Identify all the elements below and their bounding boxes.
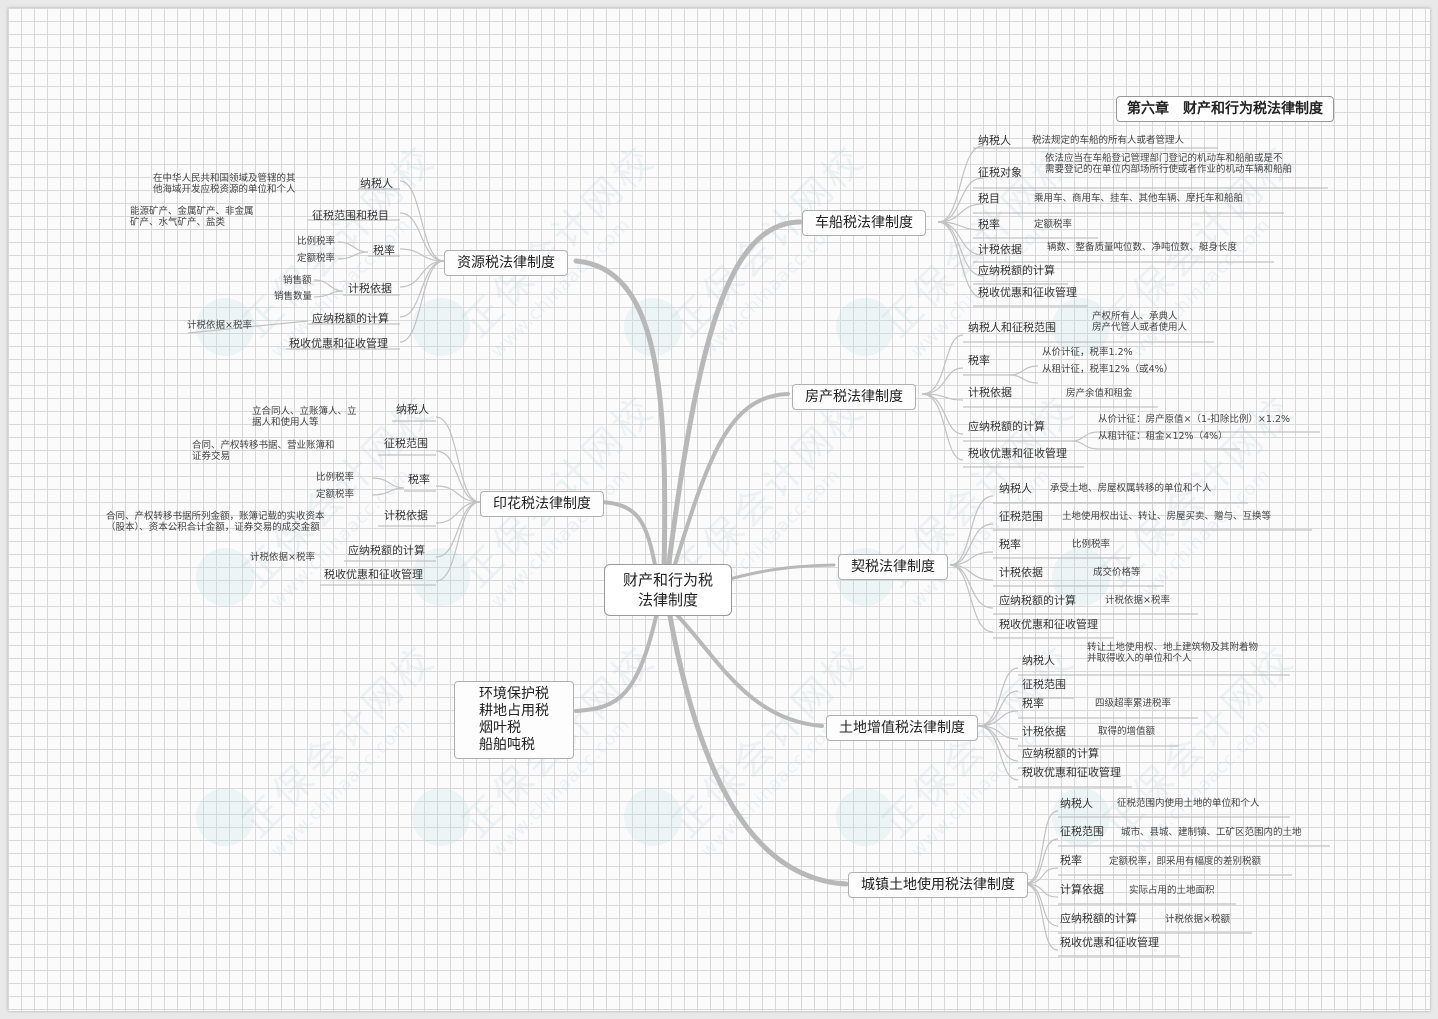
vehicle-taxpayer[interactable]: 纳税人 <box>978 134 1011 147</box>
stamp-scope[interactable]: 征税范围 <box>384 437 428 450</box>
stamp-basis-detail: 合同、产权转移书据所列金额，账簿记载的实收资本 （股本）、资本公积合计金额，证券… <box>106 511 325 533</box>
stamp-rate[interactable]: 税率 <box>408 473 430 486</box>
house-taxpayer-detail: 产权所有人、承典人 房产代管人或者使用人 <box>1092 311 1188 333</box>
house-rate-ad-valorem: 从价计征，税率1.2% <box>1042 347 1133 358</box>
landvat-scope[interactable]: 征税范围 <box>1022 678 1066 691</box>
landvat-rate-detail: 四级超率累进税率 <box>1095 698 1172 709</box>
urban-calc[interactable]: 应纳税额的计算 <box>1060 912 1137 925</box>
deed-rate[interactable]: 税率 <box>999 538 1021 551</box>
stamp-calc-detail: 计税依据×税率 <box>250 552 315 563</box>
resource-calc[interactable]: 应纳税额的计算 <box>312 312 389 325</box>
stamp-calc[interactable]: 应纳税额的计算 <box>348 544 425 557</box>
topic-resource-tax[interactable]: 资源税法律制度 <box>444 250 568 276</box>
resource-scope[interactable]: 征税范围和税目 <box>312 209 389 222</box>
topic-vehicle-vessel-tax[interactable]: 车船税法律制度 <box>802 210 926 236</box>
deed-basis-detail: 成交价格等 <box>1093 567 1141 578</box>
deed-calc[interactable]: 应纳税额的计算 <box>999 594 1076 607</box>
house-calc[interactable]: 应纳税额的计算 <box>968 420 1045 433</box>
landvat-basis[interactable]: 计税依据 <box>1022 725 1066 738</box>
urban-calc-detail: 计税依据×税额 <box>1165 914 1230 925</box>
resource-rate[interactable]: 税率 <box>373 244 395 257</box>
vehicle-incentives[interactable]: 税收优惠和征收管理 <box>978 286 1077 299</box>
stamp-rate-fixed: 定额税率 <box>316 489 355 500</box>
landvat-taxpayer-detail: 转让土地使用权、地上建筑物及其附着物 并取得收入的单位和个人 <box>1087 642 1259 664</box>
vehicle-rate[interactable]: 税率 <box>978 218 1000 231</box>
vehicle-object[interactable]: 征税对象 <box>978 166 1022 179</box>
connector-lines <box>187 145 1330 957</box>
vehicle-items-detail: 乘用车、商用车、挂车、其他车辆、摩托车和船舶 <box>1034 193 1244 204</box>
resource-rate-fixed: 定额税率 <box>297 253 336 264</box>
urban-basis[interactable]: 计算依据 <box>1060 883 1104 896</box>
deed-basis[interactable]: 计税依据 <box>999 566 1043 579</box>
stamp-incentives[interactable]: 税收优惠和征收管理 <box>324 568 423 581</box>
deed-taxpayer-detail: 承受土地、房屋权属转移的单位和个人 <box>1050 483 1212 494</box>
chapter-title: 第六章 财产和行为税法律制度 <box>1116 96 1334 122</box>
urban-basis-detail: 实际占用的土地面积 <box>1129 885 1215 896</box>
stamp-basis[interactable]: 计税依据 <box>384 509 428 522</box>
urban-taxpayer-detail: 征税范围内使用土地的单位和个人 <box>1117 798 1260 809</box>
house-rate-rent: 从租计征，税率12%（或4%） <box>1042 364 1174 375</box>
landvat-incentives[interactable]: 税收优惠和征收管理 <box>1022 766 1121 779</box>
resource-calc-detail: 计税依据×税率 <box>187 320 252 331</box>
resource-taxpayer[interactable]: 纳税人 <box>360 177 393 190</box>
stamp-taxpayer-detail: 立合同人、立账簿人、立 据人和使用人等 <box>252 406 357 428</box>
stamp-taxpayer[interactable]: 纳税人 <box>396 403 429 416</box>
stamp-rate-proportional: 比例税率 <box>316 472 355 483</box>
deed-rate-detail: 比例税率 <box>1072 539 1111 550</box>
house-calc-ad-valorem: 从价计征：房产原值×（1-扣除比例）×1.2% <box>1098 414 1291 425</box>
topic-other-taxes[interactable]: 环境保护税 耕地占用税 烟叶税 船舶吨税 <box>454 681 574 759</box>
urban-scope[interactable]: 征税范围 <box>1060 825 1104 838</box>
vehicle-basis-detail: 辆数、整备质量吨位数、净吨位数、艇身长度 <box>1047 242 1238 253</box>
topic-land-vat[interactable]: 土地增值税法律制度 <box>826 715 978 741</box>
urban-rate[interactable]: 税率 <box>1060 854 1082 867</box>
topic-house-tax[interactable]: 房产税法律制度 <box>792 384 916 410</box>
urban-incentives[interactable]: 税收优惠和征收管理 <box>1060 936 1159 949</box>
topic-stamp-tax[interactable]: 印花税法律制度 <box>480 491 604 517</box>
house-incentives[interactable]: 税收优惠和征收管理 <box>968 447 1067 460</box>
central-topic[interactable]: 财产和行为税 法律制度 <box>604 564 732 616</box>
deed-scope[interactable]: 征税范围 <box>999 510 1043 523</box>
landvat-calc[interactable]: 应纳税额的计算 <box>1022 747 1099 760</box>
house-taxpayer[interactable]: 纳税人和征税范围 <box>968 321 1056 334</box>
landvat-rate[interactable]: 税率 <box>1022 697 1044 710</box>
landvat-taxpayer[interactable]: 纳税人 <box>1022 654 1055 667</box>
vehicle-object-detail: 依法应当在车船登记管理部门登记的机动车和船舶或是不 需要登记的在单位内部场所行使… <box>1045 153 1293 175</box>
deed-scope-detail: 土地使用权出让、转让、房屋买卖、赠与、互换等 <box>1062 511 1272 522</box>
deed-taxpayer[interactable]: 纳税人 <box>999 482 1032 495</box>
vehicle-items[interactable]: 税目 <box>978 192 1000 205</box>
resource-incentives[interactable]: 税收优惠和征收管理 <box>289 337 388 350</box>
resource-basis[interactable]: 计税依据 <box>348 282 392 295</box>
topic-urban-land-use-tax[interactable]: 城镇土地使用税法律制度 <box>848 872 1028 898</box>
vehicle-taxpayer-detail: 税法规定的车船的所有人或者管理人 <box>1032 135 1185 146</box>
vehicle-rate-detail: 定额税率 <box>1034 219 1073 230</box>
topic-deed-tax[interactable]: 契税法律制度 <box>838 554 948 580</box>
house-rate[interactable]: 税率 <box>968 354 990 367</box>
deed-calc-detail: 计税依据×税率 <box>1105 595 1170 606</box>
resource-basis-sales: 销售额 <box>283 275 312 286</box>
landvat-basis-detail: 取得的增值额 <box>1098 726 1156 737</box>
house-basis-detail: 房产余值和租金 <box>1066 388 1133 399</box>
resource-scope-detail: 能源矿产、金属矿产、非金属 矿产、水气矿产、盐类 <box>130 206 254 228</box>
house-basis[interactable]: 计税依据 <box>968 386 1012 399</box>
urban-rate-detail: 定额税率，即采用有幅度的差别税额 <box>1109 856 1262 867</box>
urban-scope-detail: 城市、县城、建制镇、工矿区范围内的土地 <box>1121 827 1302 838</box>
resource-taxpayer-detail: 在中华人民共和国领域及管辖的其 他海域开发应税资源的单位和个人 <box>153 173 296 195</box>
vehicle-basis[interactable]: 计税依据 <box>978 243 1022 256</box>
deed-incentives[interactable]: 税收优惠和征收管理 <box>999 618 1098 631</box>
resource-rate-proportional: 比例税率 <box>297 236 336 247</box>
urban-taxpayer[interactable]: 纳税人 <box>1060 797 1093 810</box>
stamp-scope-detail: 合同、产权转移书据、营业账簿和 证券交易 <box>192 440 335 462</box>
vehicle-calc[interactable]: 应纳税额的计算 <box>978 264 1055 277</box>
resource-basis-quantity: 销售数量 <box>274 291 313 302</box>
house-calc-rent: 从租计征：租金×12%（4%） <box>1098 431 1228 442</box>
